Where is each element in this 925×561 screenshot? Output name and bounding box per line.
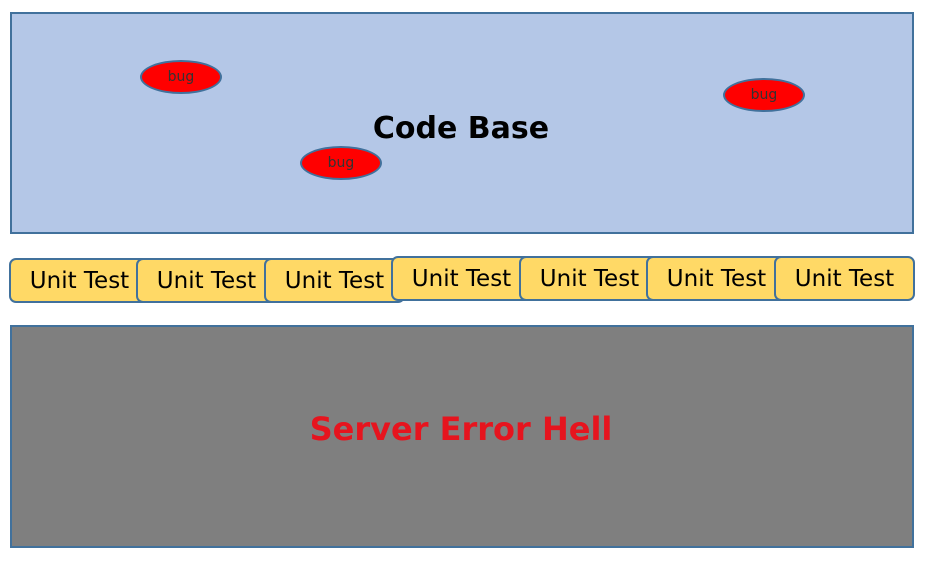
bug-ellipse: bug (723, 78, 805, 112)
unit-test-block: Unit Test (264, 258, 405, 303)
unit-test-label: Unit Test (411, 265, 512, 292)
unit-test-block: Unit Test (136, 258, 277, 303)
code-base-box: Code Base (10, 12, 914, 234)
unit-test-block: Unit Test (774, 256, 915, 301)
unit-test-label: Unit Test (794, 265, 895, 292)
unit-test-label: Unit Test (666, 265, 767, 292)
bug-label: bug (327, 155, 355, 171)
code-base-title: Code Base (372, 111, 550, 146)
bug-label: bug (167, 69, 195, 85)
bug-ellipse: bug (140, 60, 222, 94)
unit-test-label: Unit Test (29, 267, 130, 294)
unit-test-block: Unit Test (646, 256, 787, 301)
bug-label: bug (750, 87, 778, 103)
server-error-title: Server Error Hell (309, 410, 613, 448)
unit-test-block: Unit Test (9, 258, 150, 303)
unit-test-block: Unit Test (519, 256, 660, 301)
unit-test-label: Unit Test (284, 267, 385, 294)
unit-test-label: Unit Test (539, 265, 640, 292)
unit-test-label: Unit Test (156, 267, 257, 294)
unit-test-block: Unit Test (391, 256, 532, 301)
server-error-zone: Server Error Hell (10, 325, 914, 548)
bug-ellipse: bug (300, 146, 382, 180)
